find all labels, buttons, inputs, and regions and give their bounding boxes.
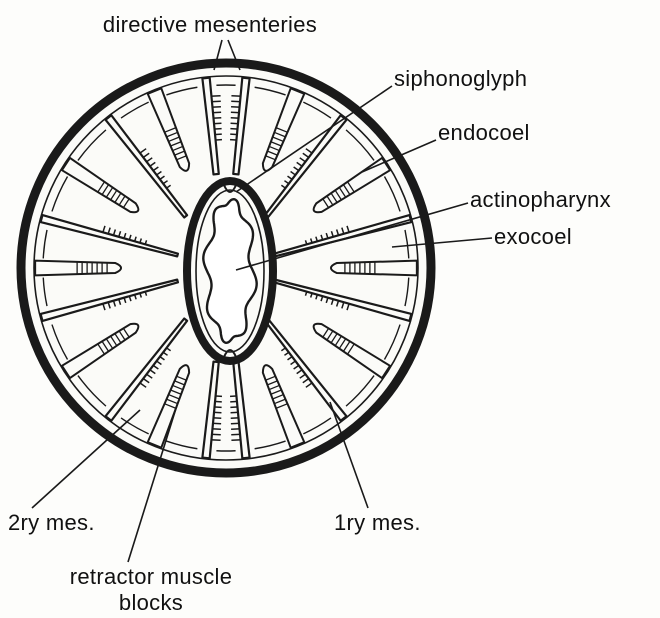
leader-2ry-mes bbox=[32, 410, 140, 508]
label-secondary-mesentery: 2ry mes. bbox=[8, 512, 95, 534]
label-exocoel: exocoel bbox=[494, 226, 572, 248]
label-primary-mesentery: 1ry mes. bbox=[334, 512, 421, 534]
label-siphonoglyph: siphonoglyph bbox=[394, 68, 527, 90]
label-directive-mesenteries: directive mesenteries bbox=[103, 14, 317, 36]
secondary-mesentery bbox=[331, 261, 417, 276]
label-endocoel: endocoel bbox=[438, 122, 530, 144]
label-actinopharynx: actinopharynx bbox=[470, 189, 611, 211]
label-retractor-muscle-line2: blocks bbox=[119, 592, 183, 614]
label-retractor-muscle-line1: retractor muscle bbox=[70, 566, 233, 588]
secondary-mesentery bbox=[35, 261, 121, 276]
